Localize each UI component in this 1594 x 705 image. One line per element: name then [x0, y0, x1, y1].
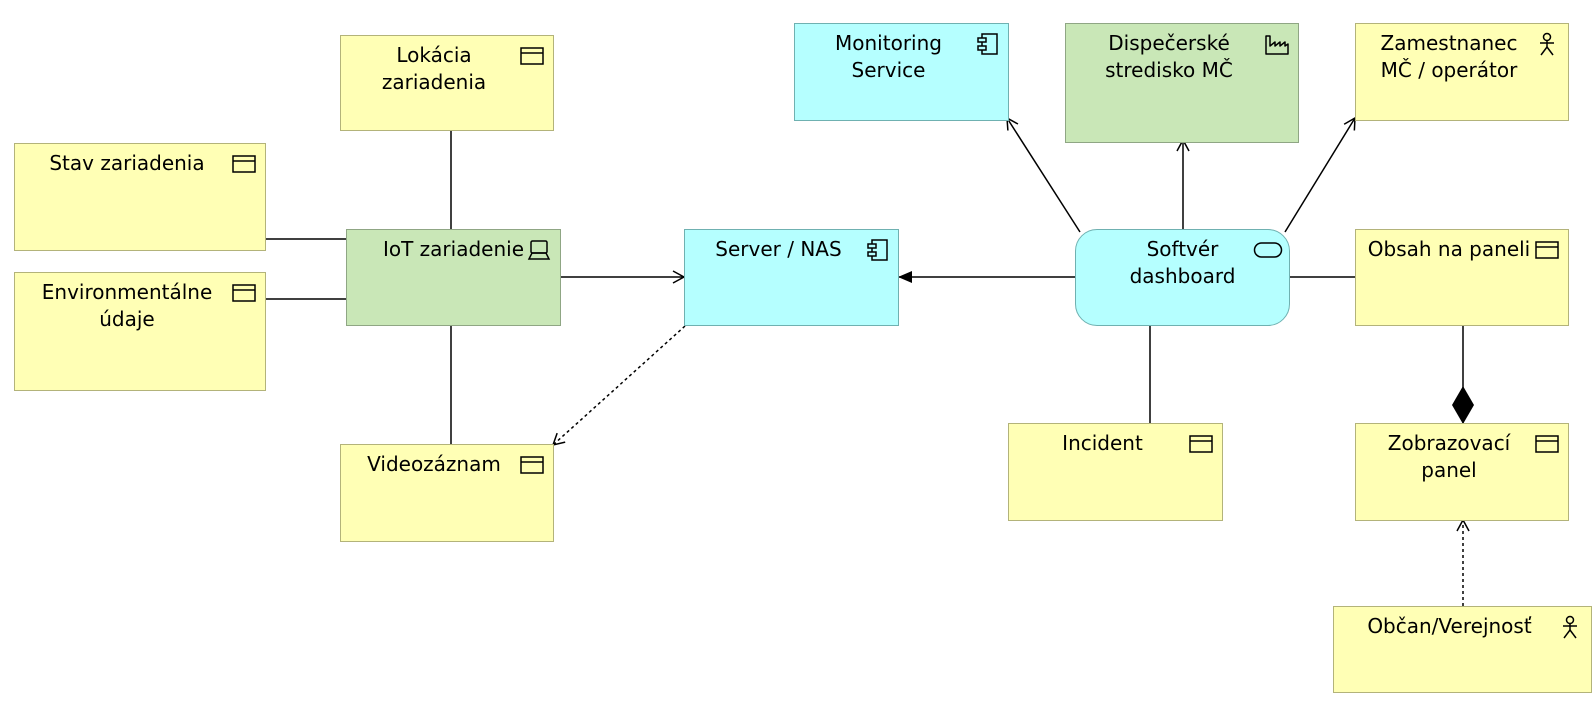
device-icon — [527, 240, 551, 260]
component-icon — [867, 239, 888, 261]
component-icon — [977, 33, 998, 55]
edge-server-video[interactable] — [551, 325, 686, 447]
actor-icon — [1540, 32, 1554, 56]
node-label: Environmentálne údaje — [41, 280, 213, 331]
node-label: Dispečerské stredisko MČ — [1105, 31, 1233, 82]
data-object-icon — [1535, 435, 1559, 453]
data-object-icon — [232, 155, 256, 173]
actor-icon — [1563, 615, 1577, 639]
node-video[interactable]: Videozáznam — [340, 444, 554, 542]
node-obcan[interactable]: Občan/Verejnosť — [1333, 606, 1592, 693]
composition-diamond — [1452, 386, 1474, 424]
service-icon — [1253, 242, 1283, 258]
node-label: Zamestnanec MČ / operátor — [1380, 31, 1518, 82]
node-dispecerske[interactable]: Dispečerské stredisko MČ — [1065, 23, 1299, 143]
data-object-icon — [520, 456, 544, 474]
node-environ[interactable]: Environmentálne údaje — [14, 272, 266, 391]
node-label: Monitoring Service — [835, 31, 942, 82]
node-label: Občan/Verejnosť — [1367, 614, 1532, 638]
node-lokacia[interactable]: Lokácia zariadenia — [340, 35, 554, 131]
node-label: Lokácia zariadenia — [381, 43, 487, 94]
node-label: Obsah na paneli — [1367, 237, 1531, 261]
node-label: Server / NAS — [715, 237, 842, 261]
node-obsah[interactable]: Obsah na paneli — [1355, 229, 1569, 326]
edge-softver-monitoring[interactable] — [1006, 116, 1081, 233]
node-label: Stav zariadenia — [49, 151, 205, 175]
node-server[interactable]: Server / NAS — [684, 229, 899, 326]
edge-softver-zamestnanec[interactable] — [1284, 116, 1356, 233]
node-zamestnanec[interactable]: Zamestnanec MČ / operátor — [1355, 23, 1569, 121]
node-label: Incident — [1062, 431, 1143, 455]
node-stav[interactable]: Stav zariadenia — [14, 143, 266, 251]
facility-icon — [1265, 35, 1289, 55]
node-incident[interactable]: Incident — [1008, 423, 1223, 521]
node-label: Zobrazovací panel — [1387, 431, 1511, 482]
data-object-icon — [520, 47, 544, 65]
data-object-icon — [232, 284, 256, 302]
data-object-icon — [1189, 435, 1213, 453]
node-iot[interactable]: IoT zariadenie — [346, 229, 561, 326]
node-zobrazovaci[interactable]: Zobrazovací panel — [1355, 423, 1569, 521]
node-label: Softvér dashboard — [1129, 237, 1236, 288]
node-label: Videozáznam — [367, 452, 501, 476]
node-softver[interactable]: Softvér dashboard — [1075, 229, 1290, 326]
data-object-icon — [1535, 241, 1559, 259]
node-monitoring[interactable]: Monitoring Service — [794, 23, 1009, 121]
node-label: IoT zariadenie — [382, 237, 525, 261]
